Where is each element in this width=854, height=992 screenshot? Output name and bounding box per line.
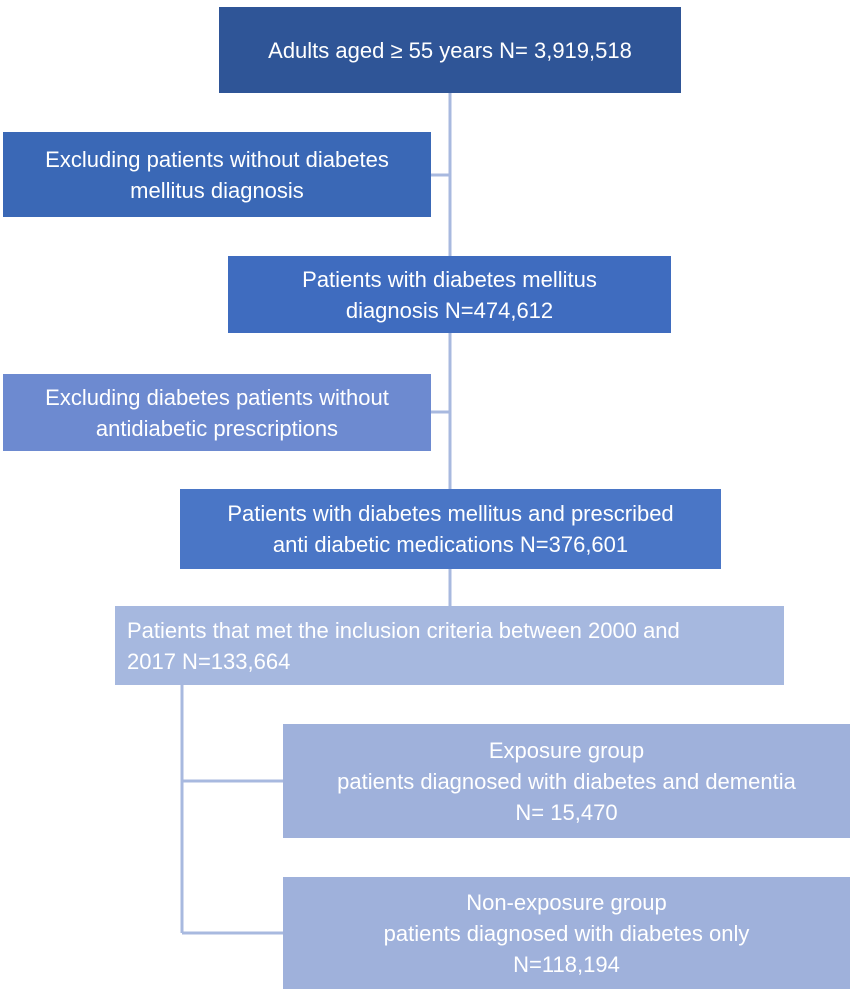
box-text-line: N=118,194 bbox=[513, 951, 620, 977]
box-text-line: Patients with diabetes mellitus and pres… bbox=[227, 501, 674, 526]
box-text-line: patients diagnosed with diabetes only bbox=[383, 920, 750, 946]
box-text-line: 2017 N=133,664 bbox=[127, 648, 291, 674]
box-adults-aged-55: Adults aged ≥ 55 years N= 3,919,518 bbox=[219, 7, 681, 93]
box-text-line: Exposure group bbox=[488, 737, 645, 763]
box-text-line: Non-exposure group bbox=[466, 889, 667, 915]
box-text-line: Excluding diabetes patients without bbox=[45, 384, 389, 410]
box-text-line: Patients with diabetes mellitus bbox=[302, 266, 597, 292]
box-text-line: anti diabetic medications N=376,601 bbox=[272, 532, 629, 557]
box-text-line: Patients that met the inclusion criteria… bbox=[127, 617, 680, 643]
box-non-exposure-group: Non-exposure group patients diagnosed wi… bbox=[283, 877, 850, 989]
box-inclusion-criteria: Patients that met the inclusion criteria… bbox=[115, 606, 784, 685]
box-text-line: N= 15,470 bbox=[515, 799, 618, 825]
box-text-line: antidiabetic prescriptions bbox=[95, 415, 339, 441]
box-exclude-no-prescriptions: Excluding diabetes patients without anti… bbox=[3, 374, 431, 451]
box-exposure-group: Exposure group patients diagnosed with d… bbox=[283, 724, 850, 838]
box-text-line: patients diagnosed with diabetes and dem… bbox=[337, 768, 796, 794]
box-text-line: diagnosis N=474,612 bbox=[345, 297, 554, 323]
box-text-line: Excluding patients without diabetes bbox=[45, 146, 389, 172]
box-text-line: mellitus diagnosis bbox=[130, 177, 304, 203]
box-text-line: Adults aged ≥ 55 years N= 3,919,518 bbox=[268, 37, 632, 63]
box-diabetes-diagnosis: Patients with diabetes mellitus diagnosi… bbox=[228, 256, 671, 333]
box-diabetes-medications: Patients with diabetes mellitus and pres… bbox=[180, 489, 721, 569]
box-exclude-no-diabetes: Excluding patients without diabetes mell… bbox=[3, 132, 431, 217]
